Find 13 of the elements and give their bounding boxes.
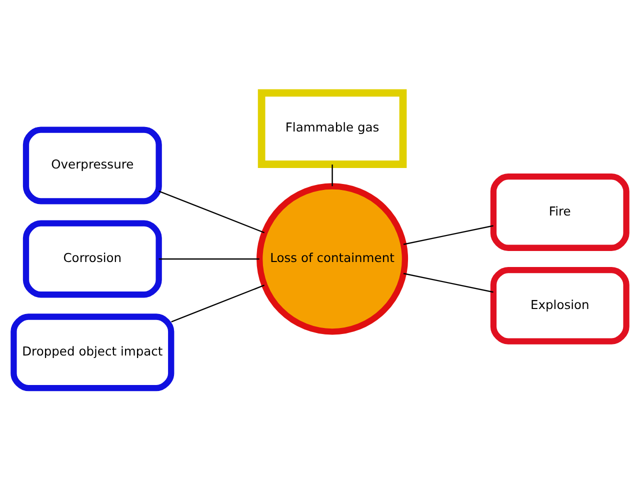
node-circle: Loss of containment	[256, 182, 408, 334]
connector	[158, 258, 260, 260]
node-box: Overpressure	[22, 126, 162, 204]
node-box: Explosion	[490, 266, 630, 344]
connector	[403, 272, 494, 292]
node-box: Fire	[490, 172, 630, 250]
connector	[171, 284, 265, 322]
connector	[158, 190, 265, 233]
node-box: Corrosion	[22, 220, 162, 298]
connector	[332, 164, 333, 186]
node-box: Dropped object impact	[10, 313, 174, 391]
node-box: Flammable gas	[258, 88, 407, 168]
connector	[403, 224, 494, 245]
